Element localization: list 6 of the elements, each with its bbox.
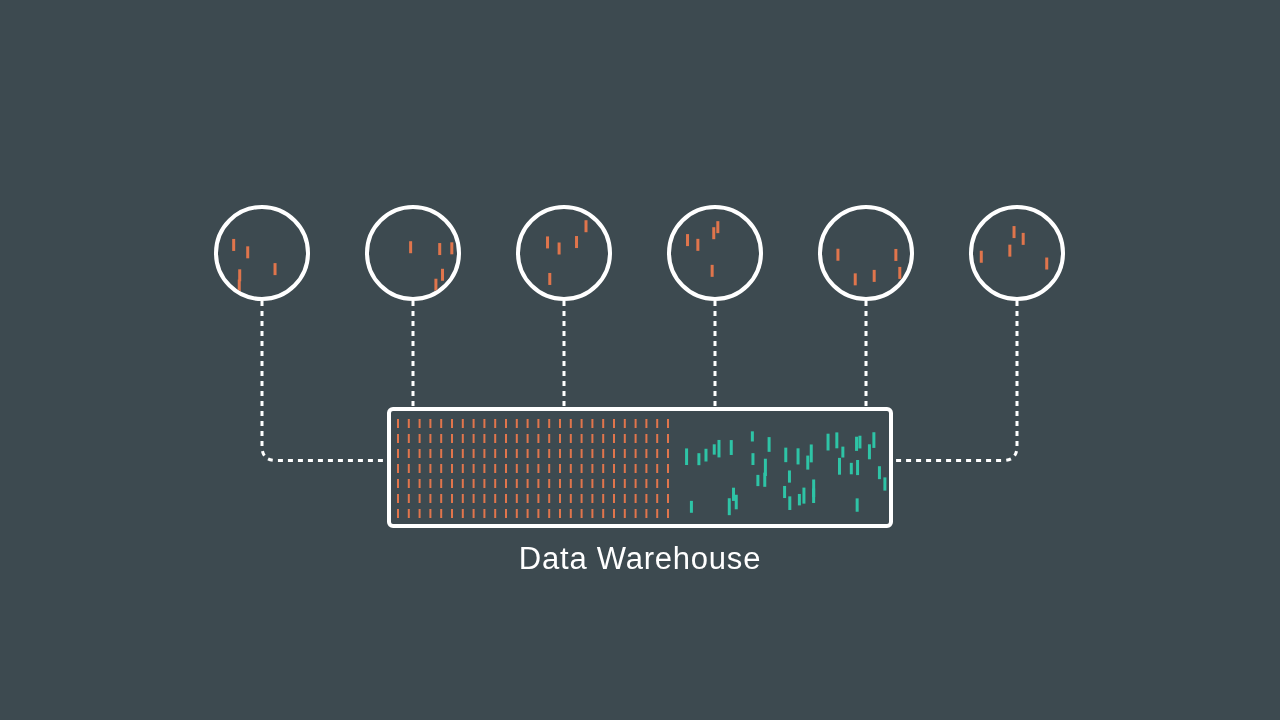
dashed-connector: [893, 301, 1019, 462]
dashed-connector: [864, 301, 868, 407]
warehouse-label: Data Warehouse: [518, 540, 762, 578]
dashed-connector: [411, 301, 415, 407]
dashed-connector: [713, 301, 717, 407]
dashed-connector: [562, 301, 566, 407]
